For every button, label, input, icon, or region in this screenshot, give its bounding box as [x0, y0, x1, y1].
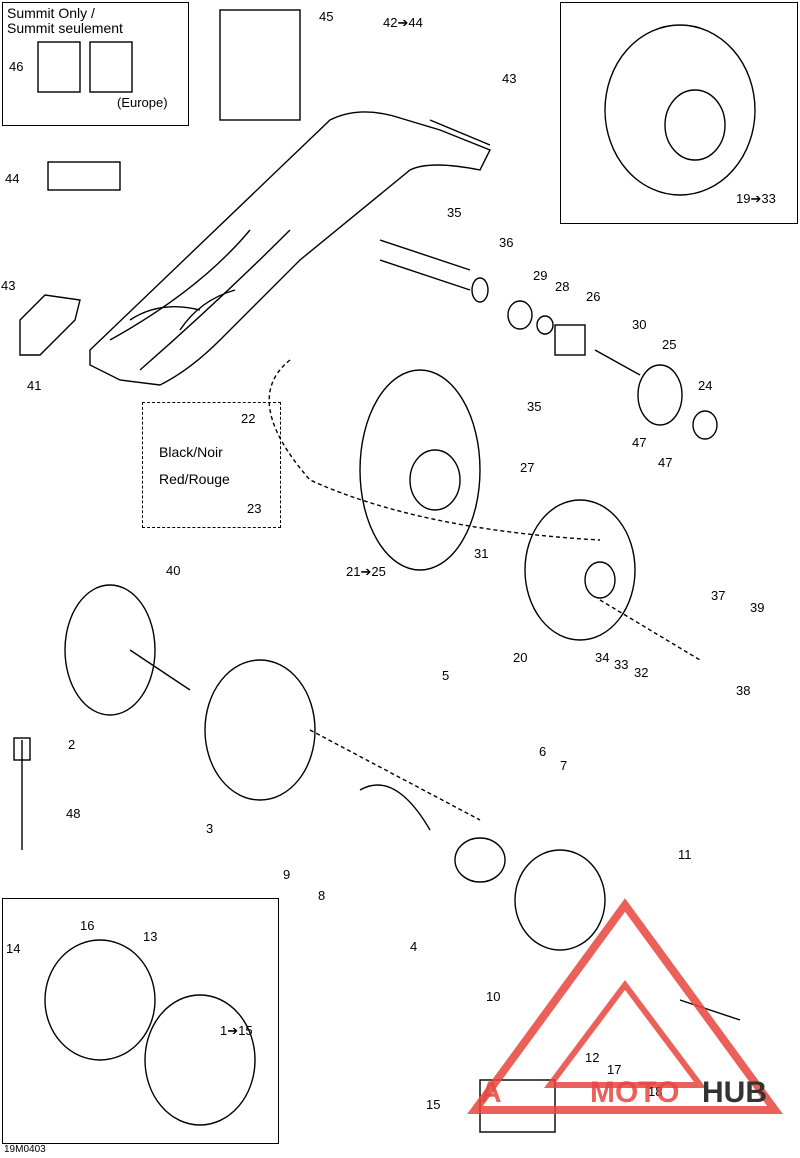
- callout-12: 12: [585, 1050, 600, 1065]
- callout-9: 9: [283, 867, 291, 882]
- callout-25: 25: [662, 337, 677, 352]
- callout-29: 29: [533, 268, 548, 283]
- callout-11: 11: [678, 847, 692, 862]
- callout-28: 28: [555, 279, 570, 294]
- cam-color-box: [142, 402, 281, 528]
- summit-only-box: [2, 2, 189, 126]
- callout-23: 23: [247, 501, 262, 516]
- driven-pulley-inset-box: [560, 2, 798, 224]
- callout-41: 41: [27, 378, 42, 393]
- callout-17: 17: [607, 1062, 622, 1077]
- callout-4: 4: [410, 939, 418, 954]
- callout-35-b: 35: [527, 399, 542, 414]
- callout-47-b: 47: [658, 455, 673, 470]
- callout-31: 31: [474, 546, 489, 561]
- watermark-part-1: A: [480, 1076, 502, 1109]
- callout-40: 40: [166, 563, 181, 578]
- callout-42-44: 42➔44: [383, 15, 423, 30]
- summit-label-2: Summit seulement: [7, 20, 123, 36]
- callout-44: 44: [5, 171, 20, 186]
- black-label: Black/Noir: [159, 444, 223, 460]
- callout-24: 24: [698, 378, 713, 393]
- callout-22: 22: [241, 411, 256, 426]
- callout-38: 38: [736, 683, 751, 698]
- callout-5: 5: [442, 668, 450, 683]
- callout-43-a: 43: [502, 71, 517, 86]
- callout-36: 36: [499, 235, 514, 250]
- callout-32: 32: [634, 665, 649, 680]
- red-label: Red/Rouge: [159, 471, 230, 487]
- callout-1-15: 1➔15: [220, 1023, 253, 1038]
- callout-33: 33: [614, 657, 629, 672]
- callout-26: 26: [586, 289, 601, 304]
- callout-7: 7: [560, 758, 568, 773]
- callout-21-25: 21➔25: [346, 564, 386, 579]
- callout-16: 16: [80, 918, 95, 933]
- callout-20: 20: [513, 650, 528, 665]
- europe-label: (Europe): [117, 95, 168, 110]
- callout-15: 15: [426, 1097, 441, 1112]
- callout-48: 48: [66, 806, 81, 821]
- callout-43-b: 43: [1, 278, 16, 293]
- callout-39: 39: [750, 600, 765, 615]
- watermark-triangle: [467, 898, 783, 1114]
- callout-35-a: 35: [447, 205, 462, 220]
- watermark-part-3: HUB: [702, 1076, 767, 1109]
- callout-2: 2: [68, 737, 76, 752]
- callout-34: 34: [595, 650, 610, 665]
- callout-6: 6: [539, 744, 547, 759]
- callout-45: 45: [319, 9, 334, 24]
- callout-46: 46: [9, 59, 24, 74]
- callout-27: 27: [520, 460, 535, 475]
- callout-47-a: 47: [632, 435, 647, 450]
- callout-13: 13: [143, 929, 158, 944]
- summit-label-1: Summit Only /: [7, 5, 95, 21]
- drawing-code: 19M0403: [4, 1144, 46, 1155]
- callout-30: 30: [632, 317, 647, 332]
- callout-8: 8: [318, 888, 326, 903]
- watermark-part-2: MOTO: [590, 1076, 680, 1109]
- callout-37: 37: [711, 588, 726, 603]
- callout-10: 10: [486, 989, 501, 1004]
- callout-3: 3: [206, 821, 214, 836]
- callout-18: 18: [648, 1084, 663, 1099]
- drive-pulley-inset-box: [2, 898, 279, 1144]
- callout-14: 14: [6, 941, 21, 956]
- callout-19-33: 19➔33: [736, 191, 776, 206]
